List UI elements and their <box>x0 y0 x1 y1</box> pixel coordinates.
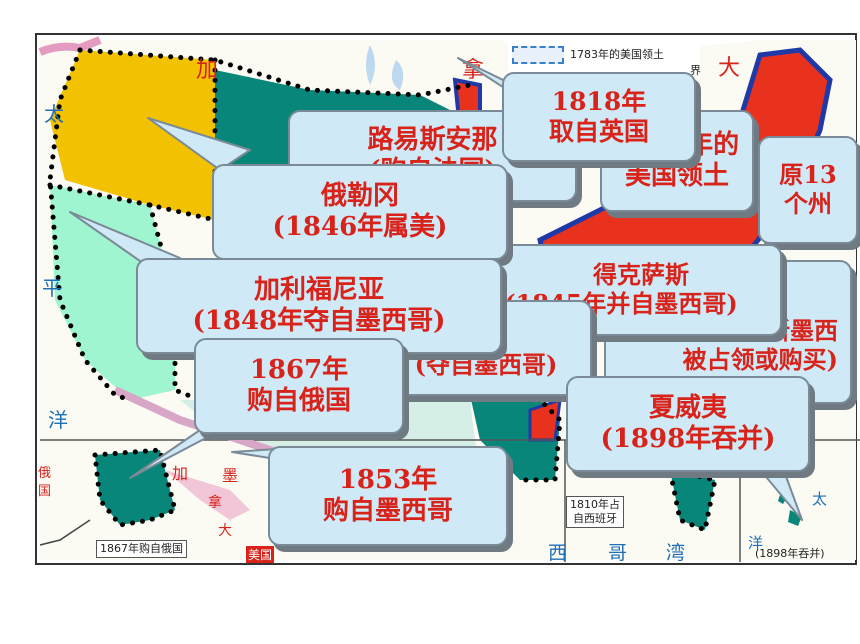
map-label-yang-left: 洋 <box>48 408 68 432</box>
map-label-xi: 西 <box>548 542 568 564</box>
callout-gadsden: 1853年 购自墨西哥 <box>268 446 508 546</box>
callout-thirteen-line2: 个州 <box>784 189 832 218</box>
callout-britain-line2: 取自英国 <box>548 117 649 146</box>
callout-alaska-line2: 购自俄国 <box>246 386 351 416</box>
hawaii-box-label: (1898年吞并) <box>755 547 825 560</box>
map-label-wan: 湾 <box>666 542 686 564</box>
alaska-territory <box>95 450 175 525</box>
callout-gadsden-line2: 购自墨西哥 <box>322 496 453 526</box>
island-territory <box>670 470 715 530</box>
callout-thirteen-line1: 原13 <box>779 160 837 190</box>
callout-oregon-line1: 俄勒冈 <box>320 180 399 211</box>
map-label-meiguo: 美国 <box>246 546 275 563</box>
callout-alaska: 1867年 购自俄国 <box>194 338 404 434</box>
florida-box-label: 1810年占 自西班牙 <box>566 496 624 528</box>
map-label-jia: 加 <box>196 58 219 83</box>
callout-oregon-line2: (1846年属美) <box>272 212 448 242</box>
callout-texas-line1: 得克萨斯 <box>593 260 689 290</box>
callout-louisiana-line1: 路易斯安那 <box>367 124 498 155</box>
map-label-da: 大 <box>718 56 741 81</box>
map-label-guo: 国 <box>38 484 52 499</box>
callout-original-line2: 美国领土 <box>624 161 729 191</box>
lake <box>366 45 375 85</box>
canada-border-band <box>165 470 250 520</box>
map-label-tai-left: 太 <box>44 102 64 126</box>
oregon-territory <box>50 50 215 220</box>
legend-swatch <box>512 46 564 64</box>
callout-gadsden-line1: 1853年 <box>338 464 438 495</box>
callout-california-line1: 加利福尼亚 <box>253 274 384 305</box>
hawaii-island <box>778 495 786 504</box>
callout-britain: 1818年 取自英国 <box>502 72 696 162</box>
callout-oregon: 俄勒冈 (1846年属美) <box>212 164 508 260</box>
alaska-box-label: 1867年购自俄国 <box>96 540 187 558</box>
legend-border: 界 <box>690 64 701 77</box>
map-label-da-lower: 大 <box>218 523 232 539</box>
map-legend: 1783年的美国领土 界 <box>508 42 701 77</box>
callout-hawaii: 夏威夷 (1898年吞并) <box>566 376 810 472</box>
legend-original-territory: 1783年的美国领土 <box>570 48 664 61</box>
map-label-tai-right: 太 <box>812 490 828 508</box>
pointer-oregon <box>147 117 251 171</box>
callout-britain-line1: 1818年 <box>551 87 647 116</box>
map-label-ge: 哥 <box>608 542 628 564</box>
callout-hawaii-line2: (1898年吞并) <box>600 424 776 454</box>
callout-thirteen-states: 原13 个州 <box>758 136 858 244</box>
map-label-na-lower: 拿 <box>208 495 222 511</box>
callout-california-line2: (1848年夺自墨西哥) <box>192 306 446 336</box>
map-label-yang-right: 洋 <box>748 534 764 552</box>
coastline <box>39 519 91 546</box>
map-label-ping: 平 <box>42 276 62 300</box>
lake <box>391 60 404 90</box>
hawaii-island <box>788 510 802 526</box>
florida-box-line1: 1810年占 <box>570 498 620 511</box>
callout-alaska-line1: 1867年 <box>249 354 349 385</box>
callout-mexico-hidden-line2: (夺自墨西哥) <box>414 349 558 379</box>
callout-hawaii-line1: 夏威夷 <box>648 392 727 423</box>
callout-newmexico-line2: 被占领或购买) <box>682 345 838 374</box>
map-label-jia-lower: 加 <box>172 464 189 483</box>
map-label-mo: 墨 <box>222 466 239 485</box>
florida-box-line2: 自西班牙 <box>573 511 617 525</box>
map-label-e: 俄 <box>38 466 52 481</box>
